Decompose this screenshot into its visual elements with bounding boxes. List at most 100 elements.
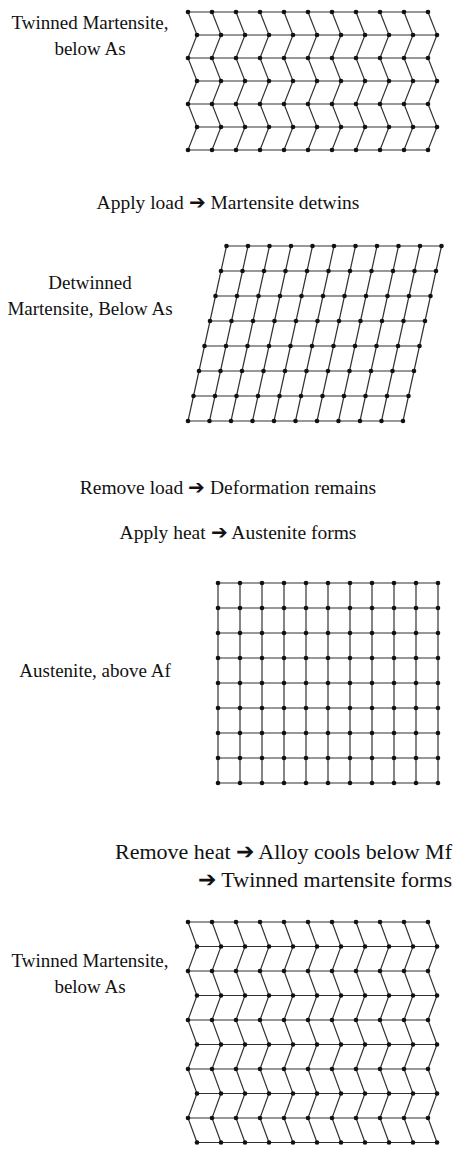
atom-dot	[378, 1067, 383, 1072]
atom-dot	[210, 148, 215, 153]
atom-dot	[326, 781, 331, 786]
atom-dot	[435, 125, 440, 130]
lattice-line	[332, 922, 341, 1143]
atom-dot	[293, 419, 298, 424]
atom-dot	[272, 419, 277, 424]
lattice-line	[260, 922, 269, 1143]
atom-dot	[315, 419, 320, 424]
atom-dot	[414, 631, 419, 636]
atom-dot	[282, 1116, 287, 1121]
atom-dot	[426, 1116, 431, 1121]
atom-dot	[304, 606, 309, 611]
atom-dot	[407, 294, 412, 299]
atom-dot	[310, 344, 315, 349]
atom-dot	[258, 920, 263, 925]
atom-dot	[186, 1116, 191, 1121]
atom-dot	[219, 1042, 224, 1047]
atom-dot	[291, 125, 296, 130]
atom-dot	[216, 656, 221, 661]
atom-dot	[385, 294, 390, 299]
atom-dot	[348, 581, 353, 586]
atom-dot	[436, 731, 441, 736]
atom-dot	[390, 369, 395, 374]
atom-dot	[289, 244, 294, 249]
atom-dot	[435, 993, 440, 998]
atom-dot	[411, 79, 416, 84]
atom-dot	[326, 269, 331, 274]
atom-dot	[216, 631, 221, 636]
atom-dot	[392, 581, 397, 586]
state-label: Detwinned Martensite, Below As	[5, 270, 175, 322]
atom-dot	[213, 394, 218, 399]
atom-dot	[282, 606, 287, 611]
atom-dot	[378, 56, 383, 61]
atom-dot	[277, 394, 282, 399]
atom-dot	[436, 631, 441, 636]
lattice-line	[339, 246, 378, 421]
atom-dot	[423, 319, 428, 324]
atom-dot	[216, 581, 221, 586]
step-text: Apply heat ➔ Austenite forms	[20, 520, 456, 546]
atom-dot	[186, 102, 191, 107]
atom-dot	[363, 944, 368, 949]
atom-dot	[186, 148, 191, 153]
lattice-line	[253, 246, 292, 421]
atom-dot	[348, 631, 353, 636]
atom-dot	[234, 1067, 239, 1072]
atom-dot	[240, 269, 245, 274]
atom-dot	[435, 1042, 440, 1047]
atom-dot	[330, 1067, 335, 1072]
atom-dot	[315, 1140, 320, 1145]
atom-dot	[238, 606, 243, 611]
atom-dot	[210, 1067, 215, 1072]
atom-dot	[234, 1116, 239, 1121]
atom-dot	[387, 944, 392, 949]
atom-dot	[186, 419, 191, 424]
atom-dot	[260, 781, 265, 786]
lattice-line	[356, 922, 365, 1143]
atom-dot	[402, 1067, 407, 1072]
atom-dot	[229, 419, 234, 424]
atom-dot	[210, 102, 215, 107]
atom-dot	[411, 993, 416, 998]
atom-dot	[238, 781, 243, 786]
atom-dot	[380, 319, 385, 324]
atom-dot	[219, 1140, 224, 1145]
atom-dot	[310, 244, 315, 249]
atom-dot	[195, 125, 200, 130]
atom-dot	[315, 79, 320, 84]
atom-dot	[282, 781, 287, 786]
atom-dot	[288, 344, 293, 349]
atom-dot	[304, 581, 309, 586]
atom-dot	[282, 731, 287, 736]
atom-dot	[348, 606, 353, 611]
atom-dot	[304, 756, 309, 761]
atom-dot	[305, 269, 310, 274]
atom-dot	[243, 1042, 248, 1047]
atom-dot	[387, 1140, 392, 1145]
atom-dot	[435, 1091, 440, 1096]
atom-dot	[354, 148, 359, 153]
atom-dot	[216, 781, 221, 786]
atom-dot	[392, 781, 397, 786]
atom-dot	[267, 1140, 272, 1145]
atom-dot	[256, 394, 261, 399]
atom-dot	[216, 756, 221, 761]
atom-dot	[414, 681, 419, 686]
atom-dot	[332, 244, 337, 249]
atom-dot	[229, 319, 234, 324]
atom-dot	[426, 148, 431, 153]
lattice-line	[360, 246, 399, 421]
atom-dot	[354, 1067, 359, 1072]
atom-dot	[330, 920, 335, 925]
atom-dot	[291, 1140, 296, 1145]
atom-dot	[195, 79, 200, 84]
atom-dot	[238, 656, 243, 661]
atom-dot	[435, 33, 440, 38]
atom-dot	[353, 244, 358, 249]
atom-dot	[278, 294, 283, 299]
atom-dot	[326, 681, 331, 686]
lattice-line	[308, 922, 317, 1143]
atom-dot	[291, 993, 296, 998]
atom-dot	[412, 269, 417, 274]
